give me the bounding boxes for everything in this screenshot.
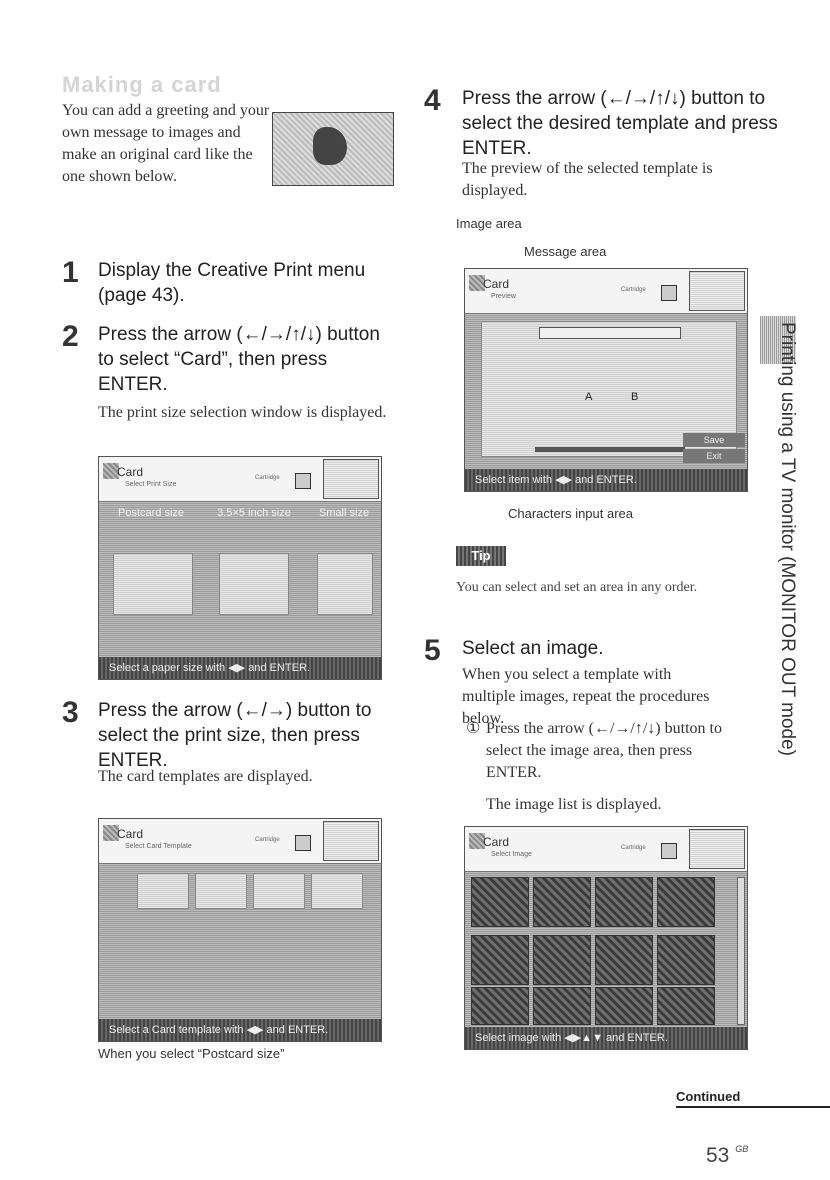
- card-icon: [469, 833, 485, 849]
- step-2-heading: Press the arrow (←/→/↑/↓) button to sele…: [98, 324, 380, 395]
- image-thumb[interactable]: [471, 877, 529, 927]
- card-icon: [469, 275, 485, 291]
- step-5-body: When you select a template with multiple…: [462, 666, 710, 727]
- intro-text: You can add a greeting and your own mess…: [62, 102, 270, 185]
- image-thumb[interactable]: [595, 877, 653, 927]
- image-thumb[interactable]: [657, 935, 715, 985]
- card-icon: [103, 463, 119, 479]
- tip-badge: Tip: [456, 546, 506, 566]
- step-1-number: 1: [62, 256, 79, 289]
- cartridge-icon: [661, 843, 677, 859]
- cartridge-label: Cartridge: [255, 837, 280, 843]
- screen-instruction: Select a paper size with ◀▶ and ENTER.: [99, 657, 381, 679]
- image-thumb[interactable]: [471, 935, 529, 985]
- screen-card-label: Card: [483, 277, 510, 291]
- step-2-number: 2: [62, 320, 79, 353]
- step-1-heading: Display the Creative Print menu (page 43…: [98, 260, 366, 306]
- page-number: 53 GB: [706, 1144, 748, 1168]
- label-image-area: Image area: [456, 216, 522, 231]
- cartridge-icon: [661, 285, 677, 301]
- step-4-number: 4: [424, 84, 441, 117]
- template-thumb[interactable]: [311, 873, 363, 909]
- screen-subtitle: Preview: [491, 293, 516, 300]
- screen-subtitle: Select Image: [491, 851, 532, 858]
- flower-photo: [313, 127, 347, 165]
- label-message-area: Message area: [524, 244, 607, 259]
- image-select-screen: Card Select Image Cartridge Select image…: [464, 826, 748, 1050]
- substep-after: The image list is displayed.: [486, 796, 662, 813]
- preview-box: [323, 459, 379, 499]
- screen-instruction: Select item with ◀▶ and ENTER.: [465, 469, 747, 491]
- step-4-heading: Press the arrow (←/→/↑/↓) button to sele…: [462, 88, 778, 159]
- screen-header: Card Select Print Size Cartridge: [99, 457, 381, 502]
- option-small[interactable]: Small size: [318, 507, 370, 519]
- image-thumb[interactable]: [657, 987, 715, 1025]
- cartridge-label: Cartridge: [621, 287, 646, 293]
- step-3-body: The card templates are displayed.: [98, 768, 313, 785]
- sample-card-image: [272, 112, 394, 186]
- save-button[interactable]: Save: [683, 433, 745, 447]
- screen-header: Card Preview Cartridge: [465, 269, 747, 314]
- page-suffix: GB: [735, 1144, 749, 1154]
- area-a[interactable]: A: [585, 391, 593, 403]
- screen-subtitle: Select Card Template: [125, 843, 192, 850]
- exit-button[interactable]: Exit: [683, 449, 745, 463]
- characters-input-area[interactable]: [535, 447, 685, 452]
- screen-header: Card Select Image Cartridge: [465, 827, 747, 872]
- step-3-heading: Press the arrow (←/→) button to select t…: [98, 700, 372, 771]
- side-tab-marker: [760, 316, 796, 364]
- screen-card-label: Card: [483, 835, 510, 849]
- preview-box: [689, 271, 745, 311]
- step-5-heading: Select an image.: [462, 638, 604, 659]
- step-4-body: The preview of the selected template is …: [462, 160, 713, 199]
- page-number-value: 53: [706, 1144, 730, 1167]
- 35x5-tile[interactable]: [219, 553, 289, 615]
- section-title: Making a card: [62, 72, 222, 97]
- screen-instruction: Select image with ◀▶▲▼ and ENTER.: [465, 1027, 747, 1049]
- cartridge-icon: [295, 473, 311, 489]
- label-characters-area: Characters input area: [508, 506, 634, 521]
- area-b[interactable]: B: [631, 391, 639, 403]
- substep-text: Press the arrow (←/→/↑/↓) button to sele…: [486, 720, 722, 781]
- option-postcard[interactable]: Postcard size: [117, 507, 185, 519]
- option-35x5[interactable]: 3.5×5 inch size: [217, 507, 291, 519]
- postcard-tile[interactable]: [113, 553, 193, 615]
- step-3-number: 3: [62, 696, 79, 729]
- template-thumb[interactable]: [195, 873, 247, 909]
- message-area[interactable]: [539, 327, 681, 339]
- screen-instruction: Select a Card template with ◀▶ and ENTER…: [99, 1019, 381, 1041]
- preview-box: [689, 829, 745, 869]
- continued-label: Continued: [676, 1089, 830, 1108]
- template-thumb[interactable]: [137, 873, 189, 909]
- screen-header: Card Select Card Template Cartridge: [99, 819, 381, 864]
- small-tile[interactable]: [317, 553, 373, 615]
- tip-text: You can select and set an area in any or…: [456, 580, 698, 595]
- image-thumb[interactable]: [533, 935, 591, 985]
- cartridge-label: Cartridge: [255, 475, 280, 481]
- image-thumb[interactable]: [533, 987, 591, 1025]
- image-scrollbar[interactable]: [737, 877, 745, 1025]
- card-icon: [103, 825, 119, 841]
- image-thumb[interactable]: [533, 877, 591, 927]
- step-2-body: The print size selection window is displ…: [98, 404, 387, 421]
- image-thumb[interactable]: [657, 877, 715, 927]
- preview-screen: Card Preview Cartridge A B Save Exit Sel…: [464, 268, 748, 492]
- substep-marker: ①: [466, 720, 481, 737]
- cartridge-icon: [295, 835, 311, 851]
- screen-subtitle: Select Print Size: [125, 481, 177, 488]
- image-thumb[interactable]: [471, 987, 529, 1025]
- cartridge-label: Cartridge: [621, 845, 646, 851]
- preview-box: [323, 821, 379, 861]
- template-screen: Card Select Card Template Cartridge Sele…: [98, 818, 382, 1042]
- image-thumb[interactable]: [595, 935, 653, 985]
- screen-card-label: Card: [117, 465, 144, 479]
- template-caption: When you select “Postcard size”: [98, 1046, 285, 1061]
- template-thumb[interactable]: [253, 873, 305, 909]
- step-5-number: 5: [424, 634, 441, 667]
- image-thumb[interactable]: [595, 987, 653, 1025]
- print-size-screen: Card Select Print Size Cartridge Postcar…: [98, 456, 382, 680]
- screen-card-label: Card: [117, 827, 144, 841]
- side-tab-text: Printing using a TV monitor (MONITOR OUT…: [777, 322, 798, 756]
